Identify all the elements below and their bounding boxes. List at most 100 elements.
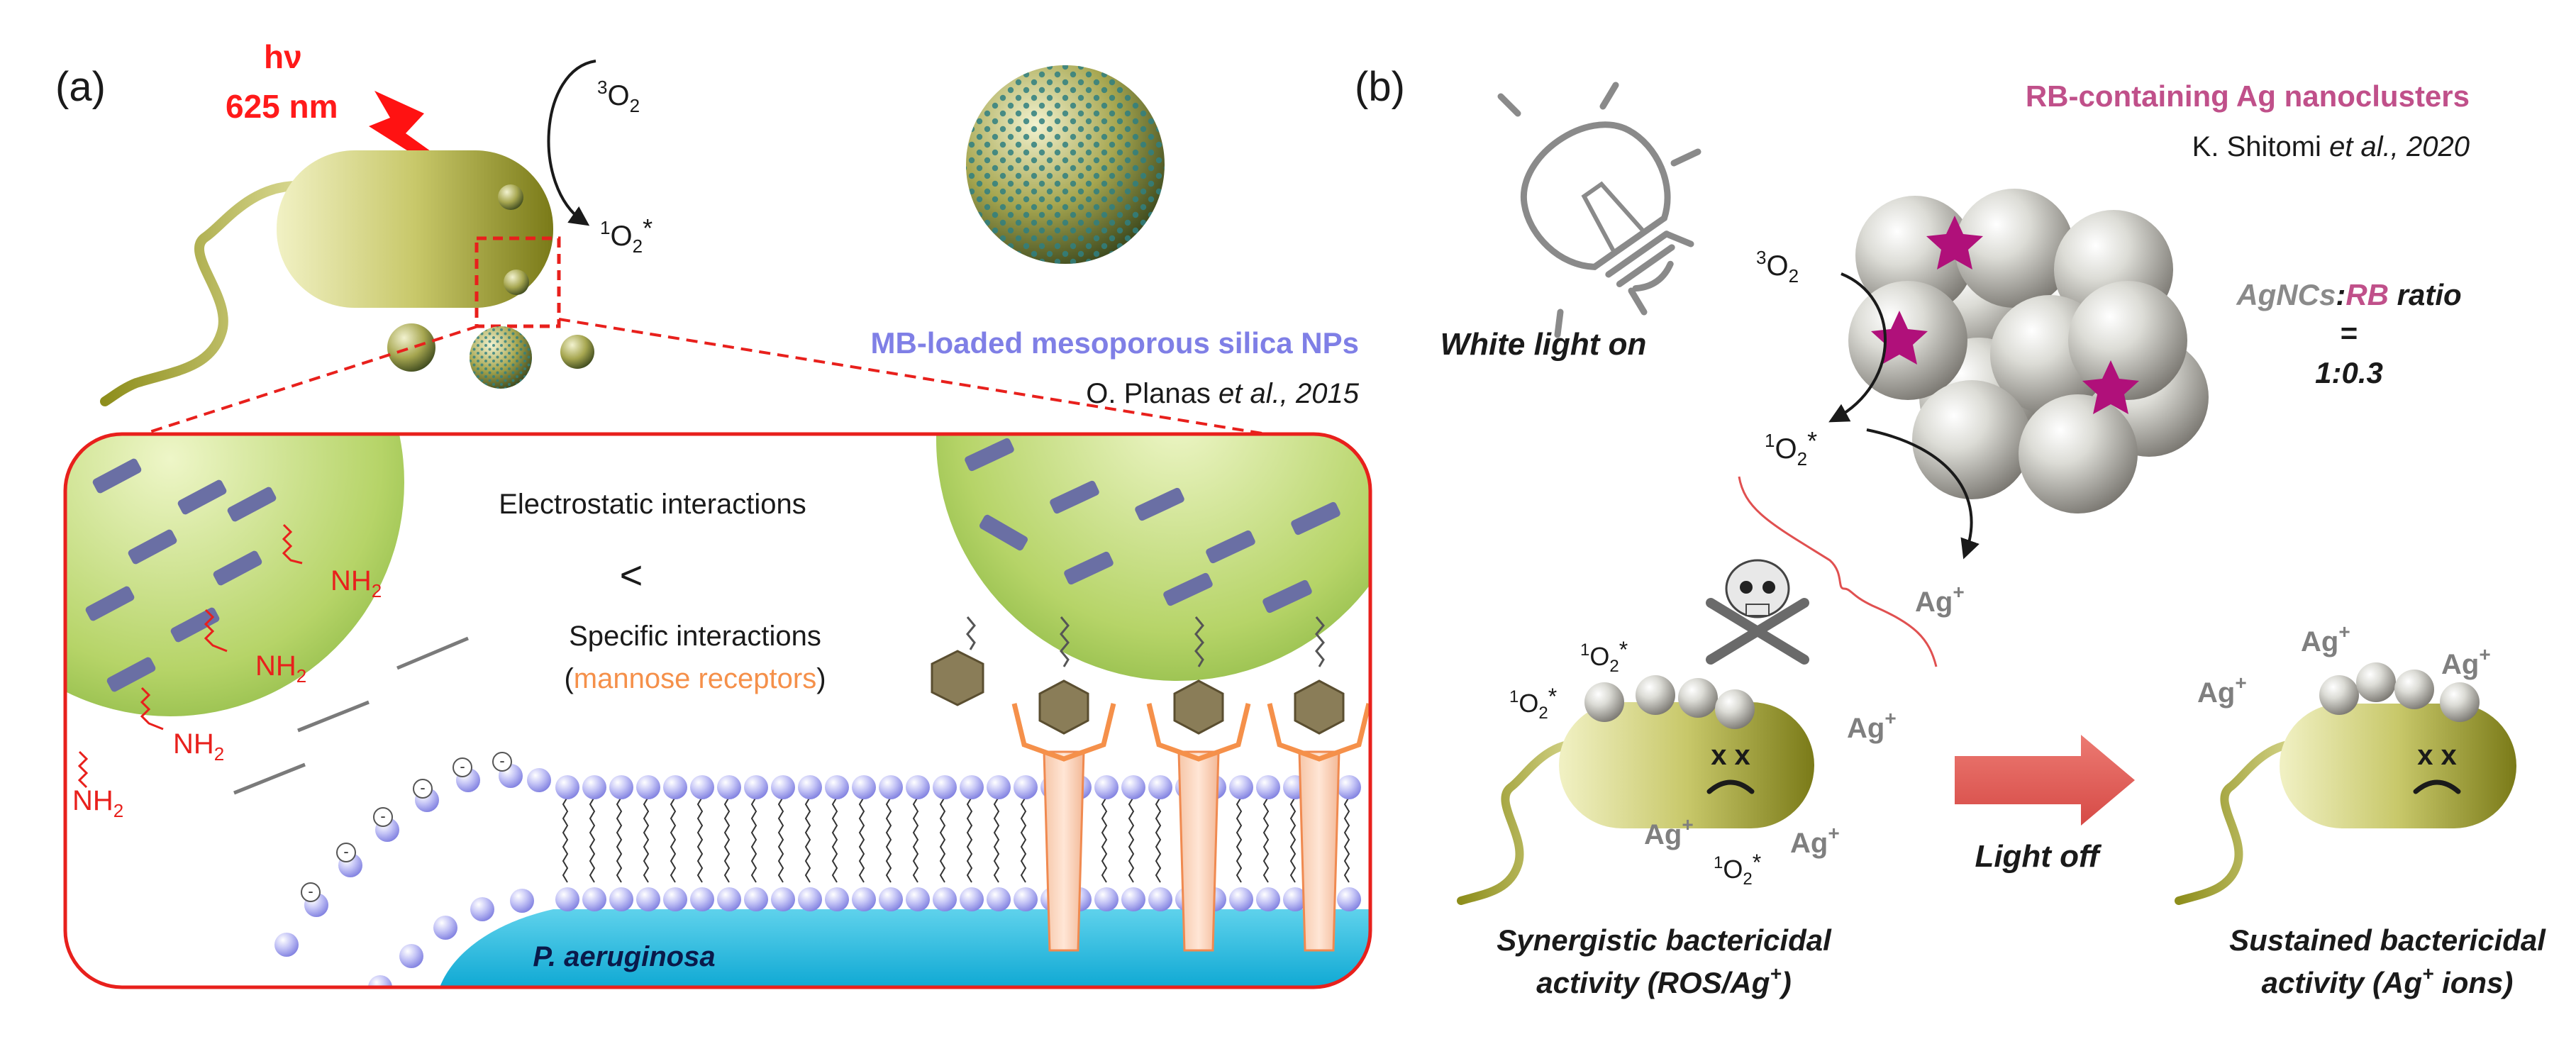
silver-particle	[1715, 689, 1755, 729]
charge-circle	[492, 752, 512, 772]
mannose-ligand	[1038, 679, 1089, 735]
lipid-tail	[670, 796, 677, 883]
mb-molecules-right	[965, 438, 1340, 613]
lipid-tail	[643, 796, 650, 883]
rb-star-icon	[1926, 216, 1983, 270]
lipid-tail	[912, 796, 919, 883]
o2-singlet-label: 1O2*	[1509, 684, 1557, 723]
lipid-head	[1014, 887, 1038, 911]
charge-circle	[373, 807, 393, 827]
zoom-box	[474, 236, 561, 328]
ligand-linker	[1315, 616, 1325, 667]
sad-mouth	[2413, 779, 2461, 794]
lipid-head	[368, 975, 392, 987]
lipid-tail	[723, 796, 731, 883]
lipid-tail	[1236, 796, 1243, 883]
silver-particle	[2356, 662, 2396, 702]
ag-ion-label: Ag+	[2197, 672, 2247, 709]
small-nanoparticle	[504, 270, 529, 295]
charge-sign: -	[380, 807, 385, 825]
green-nanoparticle-right	[936, 434, 1370, 681]
lipid-tail	[858, 796, 865, 883]
less-than-symbol: <	[620, 552, 643, 597]
ag-ion-label: Ag+	[1644, 813, 1694, 850]
lipid-head	[960, 887, 984, 911]
o2-conversion-arrow-b	[1828, 272, 1887, 423]
lipid-head	[274, 933, 299, 957]
lipid-tail	[562, 796, 569, 883]
amine-chains	[77, 523, 303, 789]
lipid-head	[1229, 775, 1253, 799]
lipid-head	[1337, 887, 1361, 911]
o2-singlet-b: 1O2*	[1765, 426, 1817, 470]
mannose-receptor	[1043, 750, 1085, 952]
panel-b-label: (b)	[1355, 64, 1405, 110]
receptor-binding-site	[1146, 703, 1251, 762]
lipid-head	[933, 775, 957, 799]
dead-eyes: x x	[2417, 740, 2457, 771]
green-nanoparticle-left	[65, 434, 404, 716]
lipid-head	[933, 887, 957, 911]
lipid-tail	[1155, 796, 1162, 883]
receptor-binding-site	[1267, 703, 1370, 762]
ag-ion-label: Ag+	[1915, 581, 1965, 618]
skull-crossbones-icon	[1706, 559, 1809, 665]
lipid-head	[1229, 887, 1253, 911]
lipid-tail	[750, 796, 757, 883]
ratio-label: AgNCs:RB ratio	[2236, 278, 2461, 311]
bacterium-name-label: P. aeruginosa	[533, 941, 715, 972]
bacterium-flagellum	[1457, 739, 1584, 905]
lipid-head	[663, 887, 687, 911]
silver-particle	[1636, 675, 1675, 715]
silver-particle	[1584, 682, 1624, 722]
lipid-head	[1283, 887, 1307, 911]
o2-singlet-a: 1O2*	[600, 213, 653, 257]
o2-singlet-label: 1O2*	[1580, 637, 1628, 676]
charge-circle	[413, 779, 433, 799]
lipid-head	[433, 916, 457, 940]
lipid-head	[1094, 775, 1118, 799]
light-off-label: Light off	[1975, 839, 2102, 874]
mannose-receptor	[1177, 750, 1220, 952]
lipid-head	[987, 887, 1011, 911]
mannose-ligand	[1294, 679, 1345, 735]
lipid-tail	[616, 796, 623, 883]
ligand-linker	[966, 616, 976, 650]
lipid-tail	[1262, 796, 1270, 883]
light-bulb-icon	[1497, 82, 1701, 338]
lipid-tail	[804, 796, 811, 883]
light-off-arrow	[1955, 735, 2135, 826]
panel-a-label: (a)	[55, 64, 106, 110]
lipid-tail	[589, 796, 596, 883]
lipid-head	[906, 887, 930, 911]
lipid-head	[1094, 887, 1118, 911]
receptor-binding-site	[1011, 703, 1116, 762]
mannose-ligand	[931, 650, 984, 706]
inset-border	[63, 432, 1372, 989]
bacterium-membrane-fill	[440, 909, 1370, 987]
mannose-receptor	[1298, 750, 1340, 952]
o2-triplet-a: 3O2	[597, 77, 640, 116]
lipid-head	[879, 775, 903, 799]
lipid-head	[987, 775, 1011, 799]
lipid-head	[798, 775, 822, 799]
lipid-tail	[1101, 796, 1108, 883]
lipid-head	[510, 889, 534, 913]
mannose-label: (mannose receptors)	[564, 663, 826, 694]
lipid-head	[582, 887, 606, 911]
charge-sign: -	[420, 779, 425, 796]
sad-mouth	[1706, 779, 1755, 794]
bacterium-b-right	[2280, 704, 2516, 828]
lipid-head	[1121, 887, 1145, 911]
lipid-tail	[777, 796, 784, 883]
ag-release-arrow	[1866, 428, 1980, 560]
lipid-head	[906, 775, 930, 799]
lipid-head	[1148, 775, 1172, 799]
lipid-head	[798, 887, 822, 911]
zoom-line	[558, 318, 1337, 447]
lipid-head	[527, 768, 551, 792]
lipid-head	[470, 897, 494, 921]
charge-sign: -	[343, 843, 348, 860]
o2-triplet-b: 3O2	[1756, 247, 1799, 287]
bacterium-flagellum	[100, 181, 303, 406]
